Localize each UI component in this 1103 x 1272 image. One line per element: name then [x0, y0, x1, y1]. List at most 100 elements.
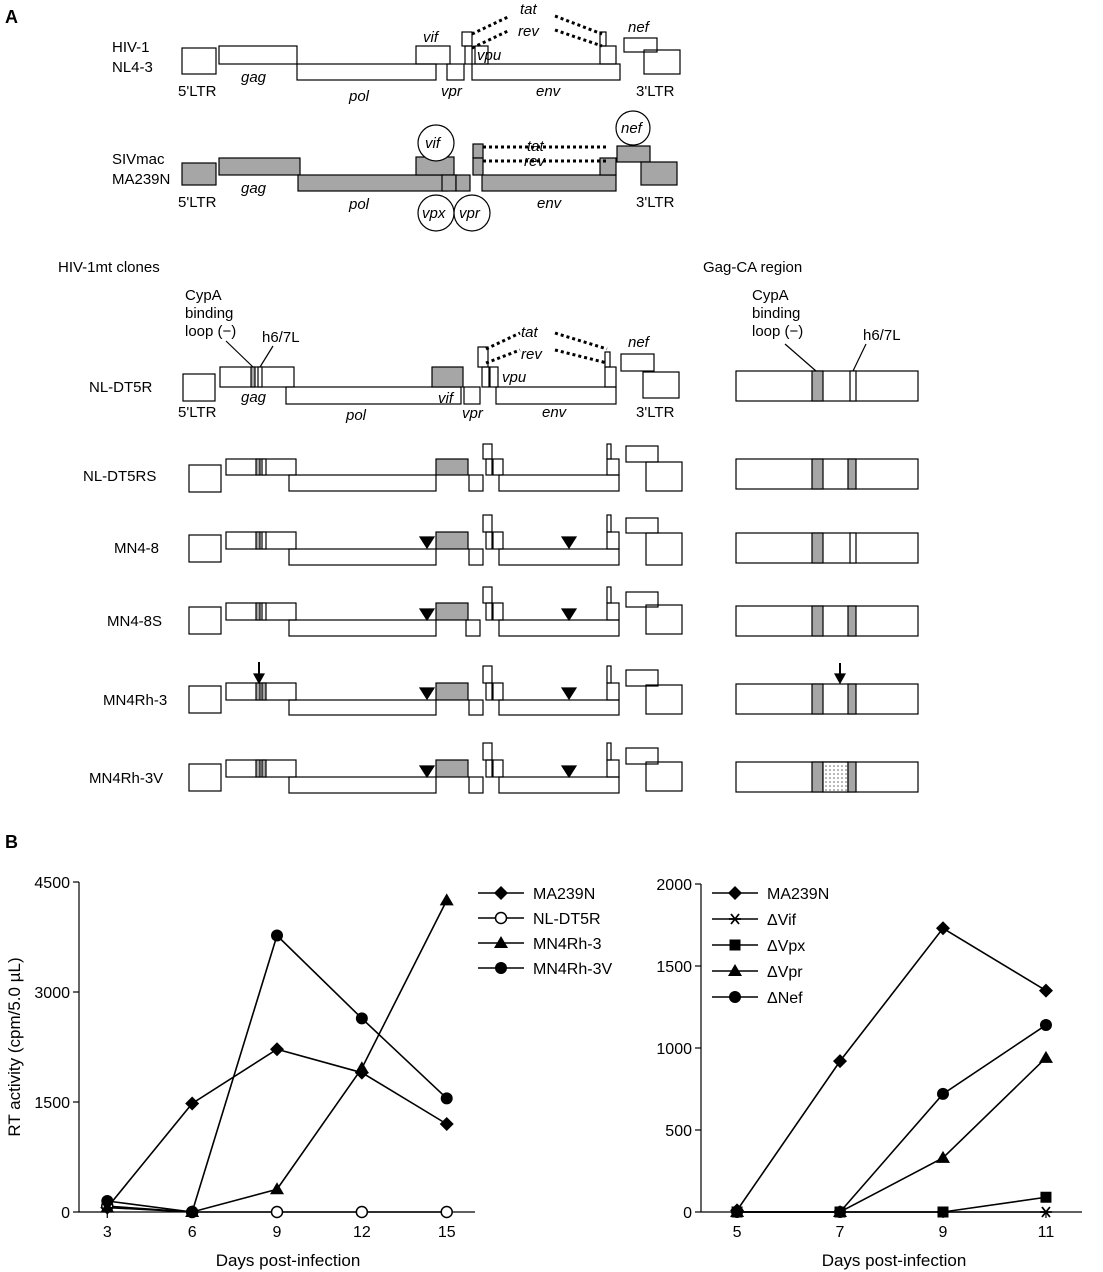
vpu-box — [492, 531, 504, 550]
vif-box — [415, 45, 451, 65]
h67l-mark — [261, 759, 267, 778]
data-point — [439, 893, 454, 906]
gag-label: gag — [241, 389, 267, 406]
h67l-mark — [849, 370, 857, 402]
cypa-loop-mark — [255, 759, 261, 778]
ltr3-box — [645, 604, 683, 635]
deletion-marker — [418, 608, 436, 622]
nef-box — [625, 669, 659, 687]
deletion-marker — [560, 536, 578, 550]
data-point — [270, 1205, 284, 1219]
x-tick-label: 7 — [836, 1224, 845, 1241]
vpu-box — [489, 366, 499, 388]
series-line — [737, 1024, 1047, 1213]
tat-exon1-box — [472, 143, 484, 159]
legend-marker — [494, 936, 508, 948]
clone-name: NL-DT5RS — [83, 468, 156, 485]
vpu-box — [492, 458, 504, 476]
legend-marker — [494, 911, 508, 925]
tat-exon1-box — [461, 31, 473, 47]
legend-label: ΔVpx — [767, 938, 805, 955]
clone-name: MN4-8 — [114, 540, 159, 557]
vif-box — [435, 759, 469, 778]
env-box — [471, 63, 621, 81]
vpr-box — [446, 63, 465, 81]
data-point — [834, 1206, 847, 1218]
cypa-loop-mark — [255, 458, 261, 476]
data-point — [1039, 1019, 1052, 1032]
rev-splice-line — [554, 28, 603, 48]
vif-box — [435, 531, 469, 550]
cypa-pointer-line — [784, 343, 817, 372]
siv-name: SIVmac — [112, 151, 165, 168]
panel-a-label: A — [5, 7, 18, 27]
tat-exon2-box — [606, 443, 612, 460]
nef-box — [625, 591, 659, 608]
tat-label: tat — [520, 1, 538, 18]
gag-box — [225, 602, 297, 621]
ltr3-label: 3'LTR — [636, 83, 675, 100]
clone-name: NL-DT5R — [89, 379, 153, 396]
vpr-label: vpr — [462, 405, 484, 422]
pol-box — [297, 174, 449, 192]
cypa-loop-mark — [811, 683, 824, 715]
data-point — [833, 1054, 848, 1069]
pol-box — [296, 63, 437, 81]
ltr5-label: 5'LTR — [178, 194, 217, 211]
y-tick-label: 0 — [683, 1205, 692, 1222]
env-box — [498, 619, 620, 637]
vif-box — [435, 682, 469, 701]
hiv1-name: HIV-1 — [112, 39, 150, 56]
clone-name: MN4Rh-3V — [89, 770, 163, 787]
ltr3-box — [645, 461, 683, 492]
vpx-label: vpx — [422, 205, 446, 222]
ltr5-box — [188, 685, 222, 714]
h67l-mark — [847, 761, 857, 793]
x-axis-label: Days post-infection — [822, 1251, 967, 1270]
cypa-loop-mark — [811, 370, 824, 402]
vpr-label: vpr — [459, 205, 481, 222]
ltr5-box — [188, 763, 222, 792]
h67l-pointer-line — [259, 345, 274, 368]
cypa-loop-mark — [255, 602, 261, 621]
x-tick-label: 5 — [733, 1224, 742, 1241]
cypa-loop-mark — [811, 532, 824, 564]
vpx-box — [441, 174, 457, 192]
mutation-arrowhead — [252, 673, 266, 685]
mutation-arrowhead — [833, 673, 847, 685]
y-tick-label: 1500 — [656, 959, 692, 976]
legend-marker — [494, 886, 508, 900]
series-line — [737, 1057, 1047, 1213]
rev-exon1-box — [485, 602, 493, 621]
env-box — [498, 699, 620, 716]
data-point — [271, 929, 283, 942]
y-tick-label: 1500 — [34, 1095, 70, 1112]
rev-splice-line — [471, 28, 511, 50]
gag-box — [225, 682, 297, 701]
data-point — [355, 1012, 368, 1025]
cypa-label-line1: CypA — [185, 287, 222, 304]
rev-exon1-box — [485, 458, 493, 476]
vpu-box — [492, 759, 504, 778]
pol-box — [288, 699, 437, 716]
data-point — [354, 1061, 369, 1074]
vpr-box — [465, 619, 481, 637]
vif-circle — [417, 124, 455, 162]
nef-label: nef — [621, 120, 644, 137]
data-point — [439, 1117, 454, 1131]
y-tick-label: 4500 — [34, 875, 70, 892]
legend-label: ΔVpr — [767, 964, 803, 981]
tat-splice-line — [554, 331, 608, 351]
deletion-marker — [560, 687, 578, 701]
cypa-loop-mark — [250, 366, 256, 388]
nef-box — [616, 145, 651, 163]
data-point — [440, 1205, 453, 1219]
rev-exon2-box — [606, 602, 620, 621]
deletion-marker — [560, 608, 578, 622]
vpr-label: vpr — [441, 83, 463, 100]
data-point — [1040, 1191, 1052, 1203]
nef-label: nef — [628, 19, 651, 36]
ltr3-box — [645, 684, 683, 715]
